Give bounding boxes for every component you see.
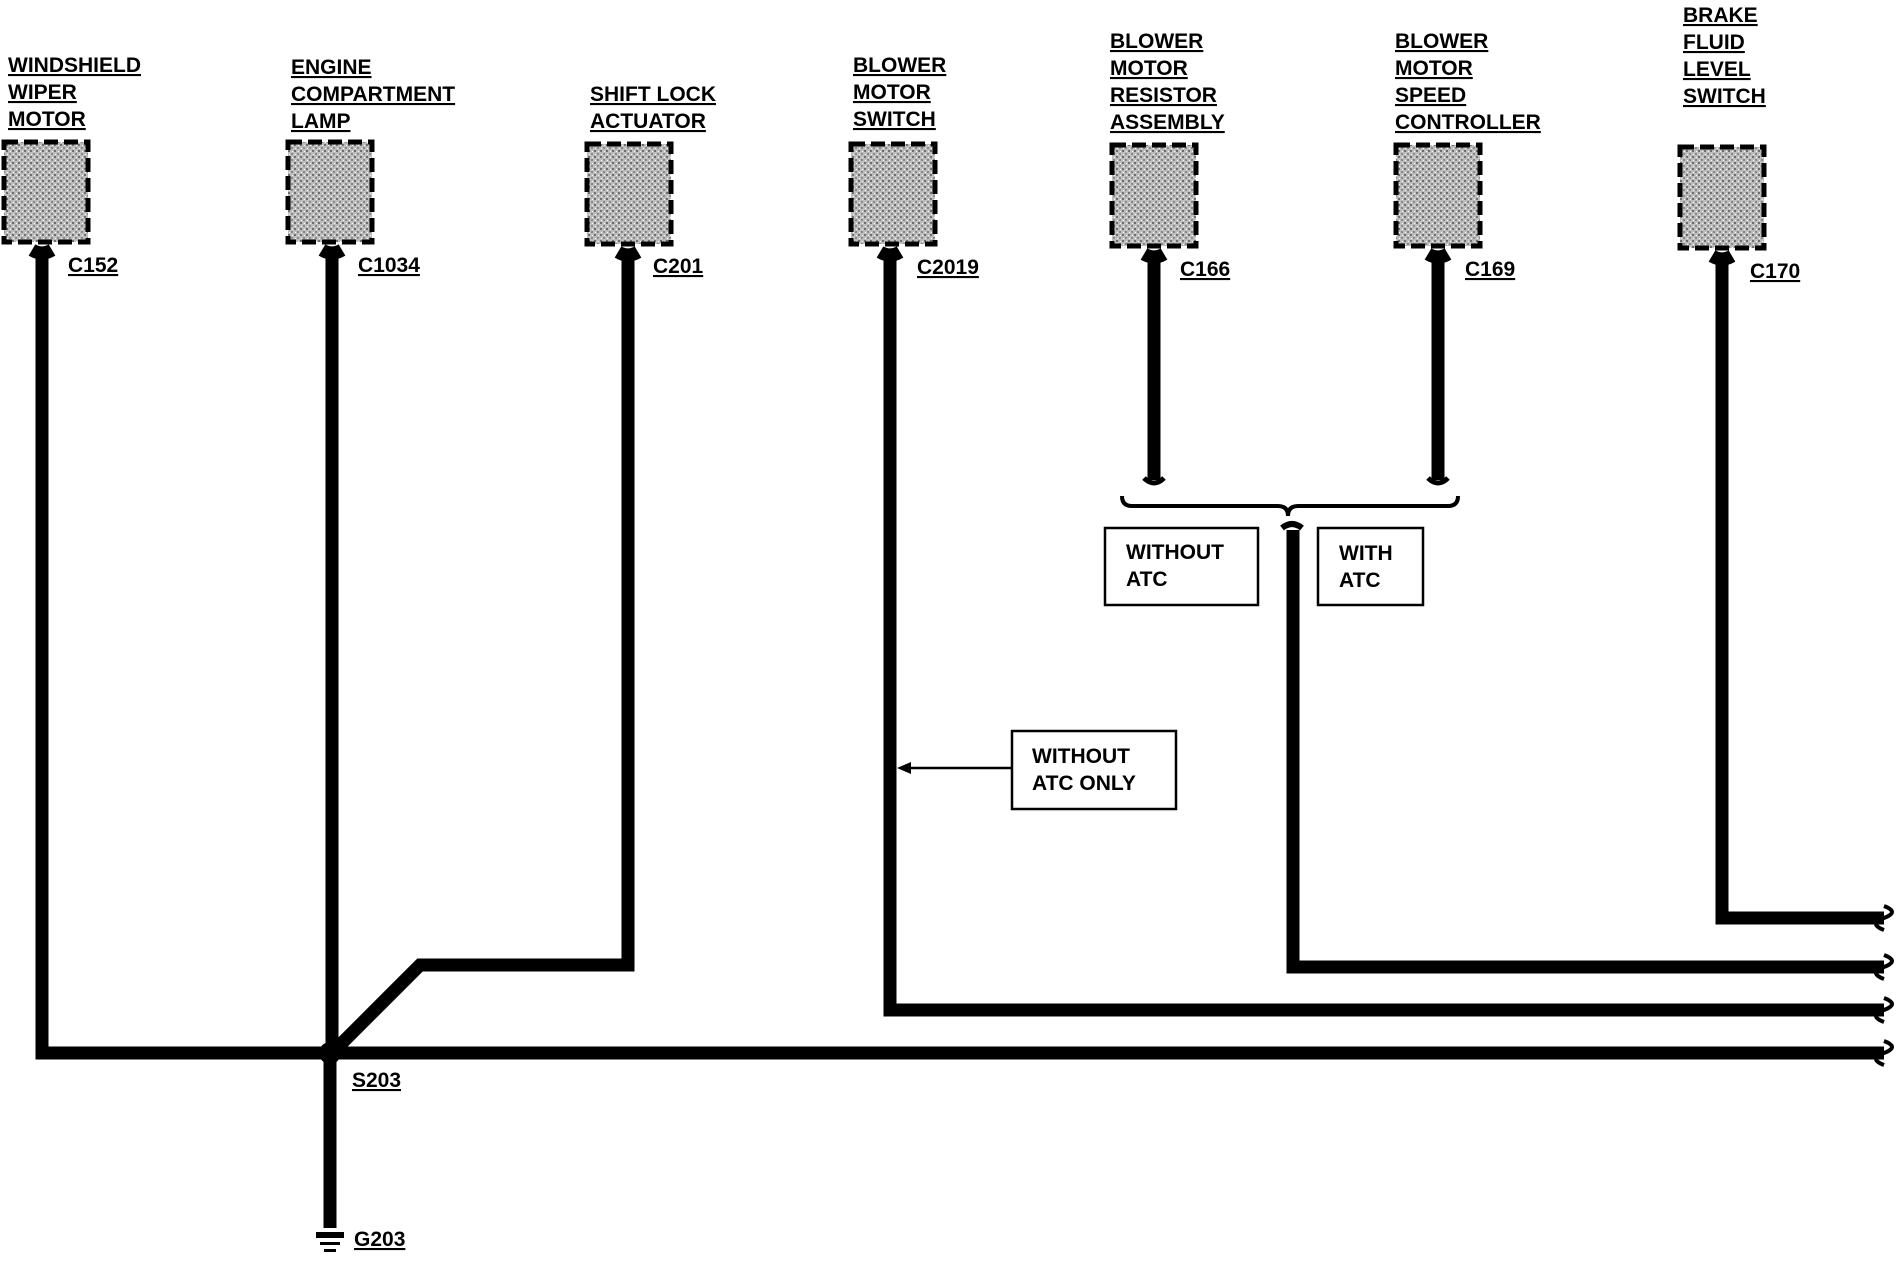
connector-label-c2019: C2019 [917,256,979,279]
wire-c152-to-s203 [35,256,328,1060]
component-box [285,139,375,245]
ground-symbol [316,1232,344,1238]
wire-continuation-hook [1874,1039,1894,1067]
wire-atc-branch [1286,530,1884,974]
note-box [1103,526,1260,607]
component-box [848,141,938,247]
ground-label: G203 [354,1228,405,1251]
wire-c201-to-s203 [327,258,635,1058]
connector-label-c152: C152 [68,254,118,277]
connector-stub [318,244,346,260]
component-box [1677,144,1767,251]
note-box [1010,729,1178,811]
connector-stub [614,246,642,262]
option-bracket [1120,495,1460,517]
note-box [1316,526,1425,607]
wire-continuation-hook [1874,996,1894,1024]
connector-stub [1140,248,1168,264]
connector-label-c201: C201 [653,255,704,278]
wire-c170-branch [1715,262,1884,925]
component-box [584,141,674,247]
connector-stub [1280,521,1304,531]
ground-symbol [324,1249,336,1252]
wire-continuation-hook [1874,953,1894,981]
connector-label-c169: C169 [1465,258,1515,281]
connector-stub [1424,248,1452,264]
connector-label-c166: C166 [1180,258,1230,281]
connector-hook [1142,476,1166,486]
ground-symbol [320,1242,340,1245]
component-box [1,139,91,245]
note-arrow-head [897,762,911,774]
splice-label: S203 [352,1069,401,1092]
ground-g203: G203 [316,1053,405,1252]
component-box [1393,142,1483,249]
connector-label-c1034: C1034 [358,254,420,277]
connector-stub [28,244,56,260]
wire-continuation-hook [1874,904,1894,932]
connector-stub [1708,250,1736,266]
connector-hook [1426,476,1450,486]
connector-label-c170: C170 [1750,260,1800,283]
connector-stub [876,246,904,262]
component-box [1109,142,1199,249]
wire-c2019-branch [883,258,1884,1017]
